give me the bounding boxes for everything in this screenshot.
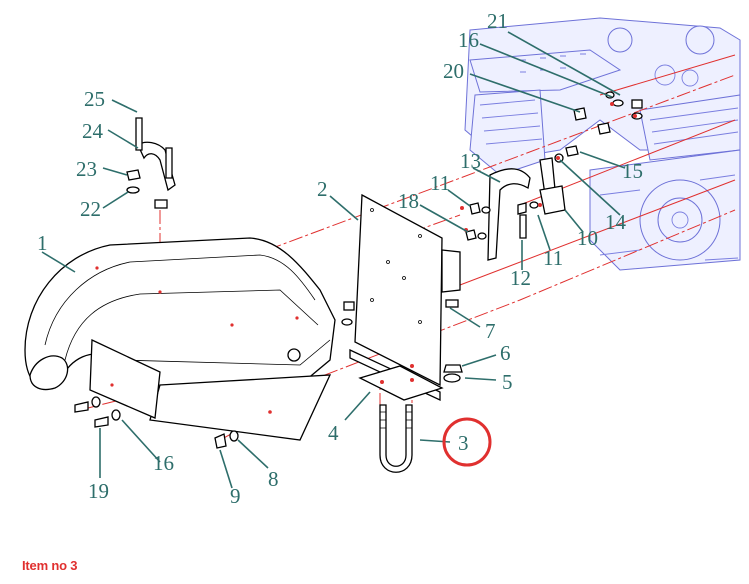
callout-23[interactable]: 23	[76, 157, 97, 181]
fender-part-1	[24, 237, 336, 441]
callout-12[interactable]: 12	[510, 266, 531, 290]
chassis-background	[464, 17, 741, 271]
callout-21[interactable]: 21	[487, 9, 508, 33]
callout-22[interactable]: 22	[80, 197, 101, 221]
callout-16-upper[interactable]: 16	[458, 28, 479, 52]
callout-16-lower[interactable]: 16	[153, 451, 174, 475]
callout-labels: 1 2 3 4 5 6 7 8 9 10 11 11 12 13 14 15 1…	[37, 9, 643, 508]
bracket-part-13	[487, 157, 566, 261]
callout-5[interactable]: 5	[502, 370, 513, 394]
item-caption: Item no 3	[22, 558, 78, 573]
callout-9[interactable]: 9	[230, 484, 241, 508]
clamp-plate-part-4	[358, 365, 444, 401]
callout-3[interactable]: 3	[458, 431, 469, 455]
callout-20[interactable]: 20	[443, 59, 464, 83]
callout-6[interactable]: 6	[500, 341, 511, 365]
callout-4[interactable]: 4	[328, 421, 339, 445]
callout-25[interactable]: 25	[84, 87, 105, 111]
callout-18[interactable]: 18	[398, 189, 419, 213]
callout-14[interactable]: 14	[605, 210, 627, 234]
u-bolt-part-3	[379, 404, 413, 473]
callout-2[interactable]: 2	[317, 177, 328, 201]
callout-10[interactable]: 10	[577, 226, 598, 250]
callout-11-lower[interactable]: 11	[543, 246, 563, 270]
callout-15[interactable]: 15	[622, 159, 643, 183]
exploded-parts-diagram: 1 2 3 4 5 6 7 8 9 10 11 11 12 13 14 15 1…	[24, 9, 741, 508]
callout-8[interactable]: 8	[268, 467, 279, 491]
callout-13[interactable]: 13	[460, 149, 481, 173]
callout-7[interactable]: 7	[485, 319, 496, 343]
callout-24[interactable]: 24	[82, 119, 104, 143]
selection-highlight-circle	[442, 417, 492, 467]
callout-19[interactable]: 19	[88, 479, 109, 503]
callout-1[interactable]: 1	[37, 231, 48, 255]
callout-11-upper[interactable]: 11	[430, 171, 450, 195]
leader-lines	[41, 31, 626, 489]
